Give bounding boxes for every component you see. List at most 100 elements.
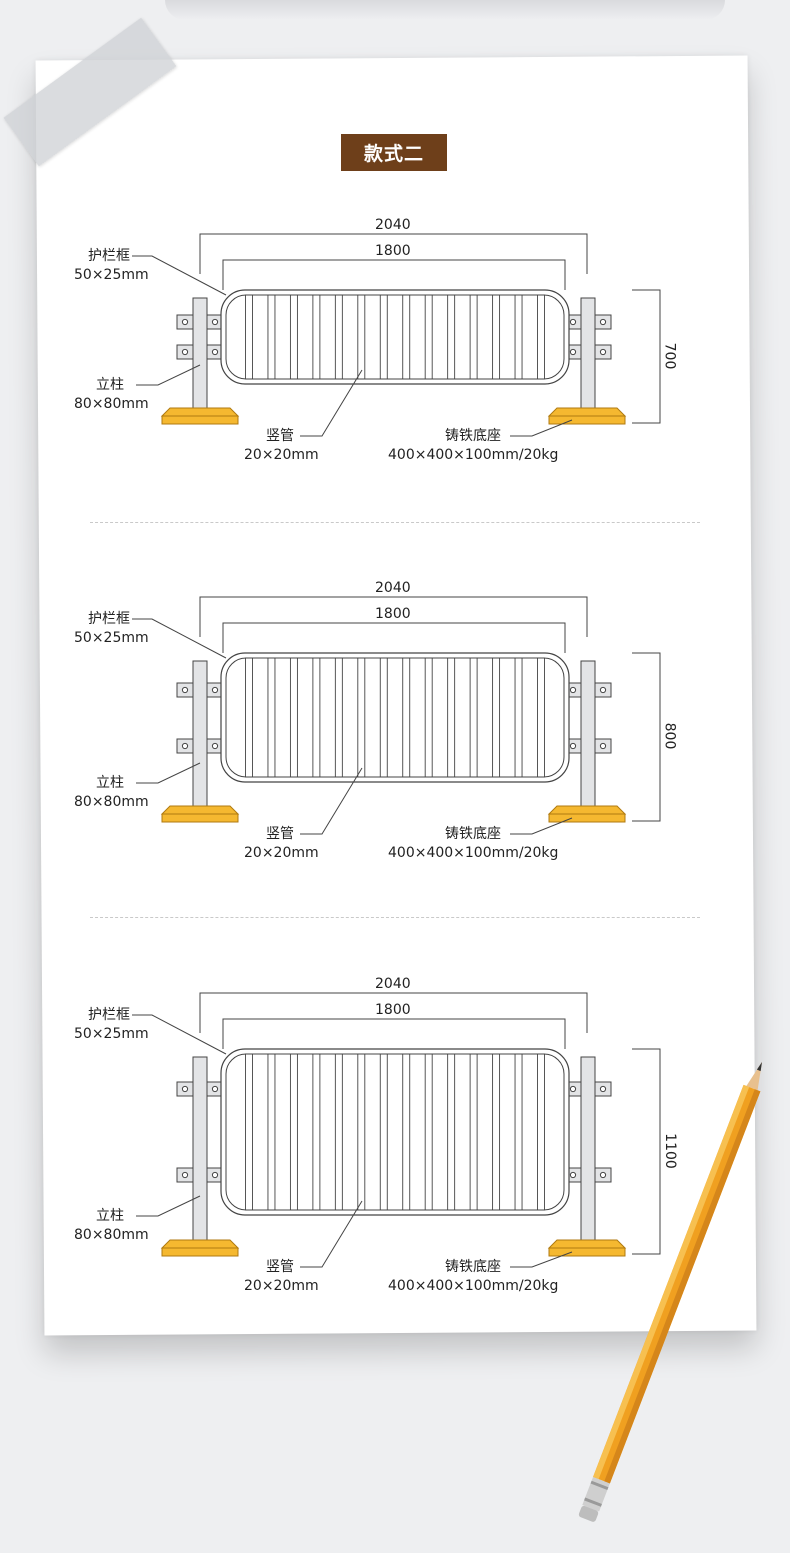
vertical-bar <box>469 294 478 380</box>
vertical-bar <box>537 1053 545 1211</box>
bolt-right-inner <box>569 348 577 356</box>
bar-leader <box>300 1200 363 1268</box>
bolt-left-outer <box>181 318 189 326</box>
base-leader <box>510 1251 573 1268</box>
overall-width-label: 2040 <box>375 580 411 596</box>
vertical-bar <box>514 1053 523 1211</box>
vertical-bar <box>312 294 321 380</box>
bolt-left-inner <box>211 686 219 694</box>
inner-width-label: 1800 <box>375 243 411 259</box>
post-label: 立柱 <box>96 1208 124 1224</box>
vertical-bar <box>245 657 253 778</box>
frame-size: 50×25mm <box>74 630 149 646</box>
bolt-right-outer <box>599 742 607 750</box>
bar-size: 20×20mm <box>244 447 319 463</box>
vertical-bar <box>492 294 501 380</box>
post-size: 80×80mm <box>74 794 149 810</box>
vertical-bar <box>424 294 433 380</box>
overall-width-label: 2040 <box>375 976 411 992</box>
bar-leader <box>300 369 363 437</box>
base-label: 铸铁底座 <box>445 428 501 444</box>
bolt-left-outer <box>181 686 189 694</box>
bolt-left-inner <box>211 742 219 750</box>
bolt-right-inner <box>569 318 577 326</box>
post-label: 立柱 <box>96 775 124 791</box>
left-base <box>161 1247 239 1257</box>
bolt-right-outer <box>599 348 607 356</box>
fence-drawing-2 <box>132 596 661 835</box>
bolt-right-outer <box>599 1171 607 1179</box>
vertical-bar <box>469 1053 478 1211</box>
post-label: 立柱 <box>96 377 124 393</box>
vertical-bar <box>267 1053 276 1211</box>
vertical-bar <box>379 1053 388 1211</box>
fence-drawing-3 <box>132 992 661 1268</box>
vertical-bar <box>424 657 433 778</box>
vertical-bar <box>379 294 388 380</box>
vertical-bar <box>537 294 545 380</box>
vertical-bar <box>312 657 321 778</box>
vertical-bar <box>357 657 366 778</box>
fence-frame-outer <box>220 1048 570 1216</box>
bolt-right-inner <box>569 1171 577 1179</box>
frame-label: 护栏框 <box>88 611 130 627</box>
fence-frame-outer <box>220 652 570 783</box>
fence-drawing-1 <box>132 233 661 437</box>
base-label: 铸铁底座 <box>445 1259 501 1275</box>
inner-width-label: 1800 <box>375 606 411 622</box>
vertical-bar <box>537 657 545 778</box>
vertical-bar <box>402 657 411 778</box>
post-leader <box>136 364 201 386</box>
post-leader <box>136 1195 201 1217</box>
section-divider-2 <box>90 917 700 918</box>
fence-frame-inner <box>225 294 565 380</box>
base-size: 400×400×100mm/20kg <box>388 1278 559 1294</box>
inner-width-dim <box>222 622 566 653</box>
bolt-right-outer <box>599 318 607 326</box>
bolt-right-outer <box>599 686 607 694</box>
inner-width-dim <box>222 1018 566 1049</box>
vertical-bar <box>312 1053 321 1211</box>
bolt-left-inner <box>211 348 219 356</box>
fence-frame-inner <box>225 1053 565 1211</box>
vertical-bar <box>357 294 366 380</box>
bar-size: 20×20mm <box>244 1278 319 1294</box>
inner-width-label: 1800 <box>375 1002 411 1018</box>
fence-frame-outer <box>220 289 570 385</box>
bolt-right-outer <box>599 1085 607 1093</box>
height-dim <box>632 1048 661 1255</box>
section-divider-1 <box>90 522 700 523</box>
vertical-bar <box>334 294 343 380</box>
vertical-bar <box>289 294 298 380</box>
vertical-bar <box>245 294 253 380</box>
bolt-left-inner <box>211 318 219 326</box>
vertical-bar <box>402 294 411 380</box>
base-size: 400×400×100mm/20kg <box>388 845 559 861</box>
post-leader <box>136 762 201 784</box>
vertical-bar <box>379 657 388 778</box>
height-dim <box>632 289 661 424</box>
bar-leader <box>300 767 363 835</box>
frame-label: 护栏框 <box>88 247 130 266</box>
vertical-bar <box>245 1053 253 1211</box>
vertical-bar <box>447 294 456 380</box>
bar-size: 20×20mm <box>244 845 319 861</box>
top-shadow <box>165 0 725 20</box>
vertical-bar <box>469 657 478 778</box>
bolt-left-inner <box>211 1171 219 1179</box>
vertical-bar <box>289 1053 298 1211</box>
style-title-badge: 款式二 <box>341 134 447 171</box>
frame-leader <box>132 1014 227 1055</box>
vertical-bar <box>402 1053 411 1211</box>
frame-label: 护栏框 <box>88 1007 130 1023</box>
left-base <box>161 813 239 823</box>
bolt-right-inner <box>569 742 577 750</box>
vertical-bar <box>334 657 343 778</box>
vertical-bar <box>447 657 456 778</box>
vertical-bar <box>334 1053 343 1211</box>
right-base <box>548 813 626 823</box>
bolt-left-outer <box>181 1085 189 1093</box>
height-dim <box>632 652 661 822</box>
frame-label-text: 护栏框 <box>88 248 130 264</box>
